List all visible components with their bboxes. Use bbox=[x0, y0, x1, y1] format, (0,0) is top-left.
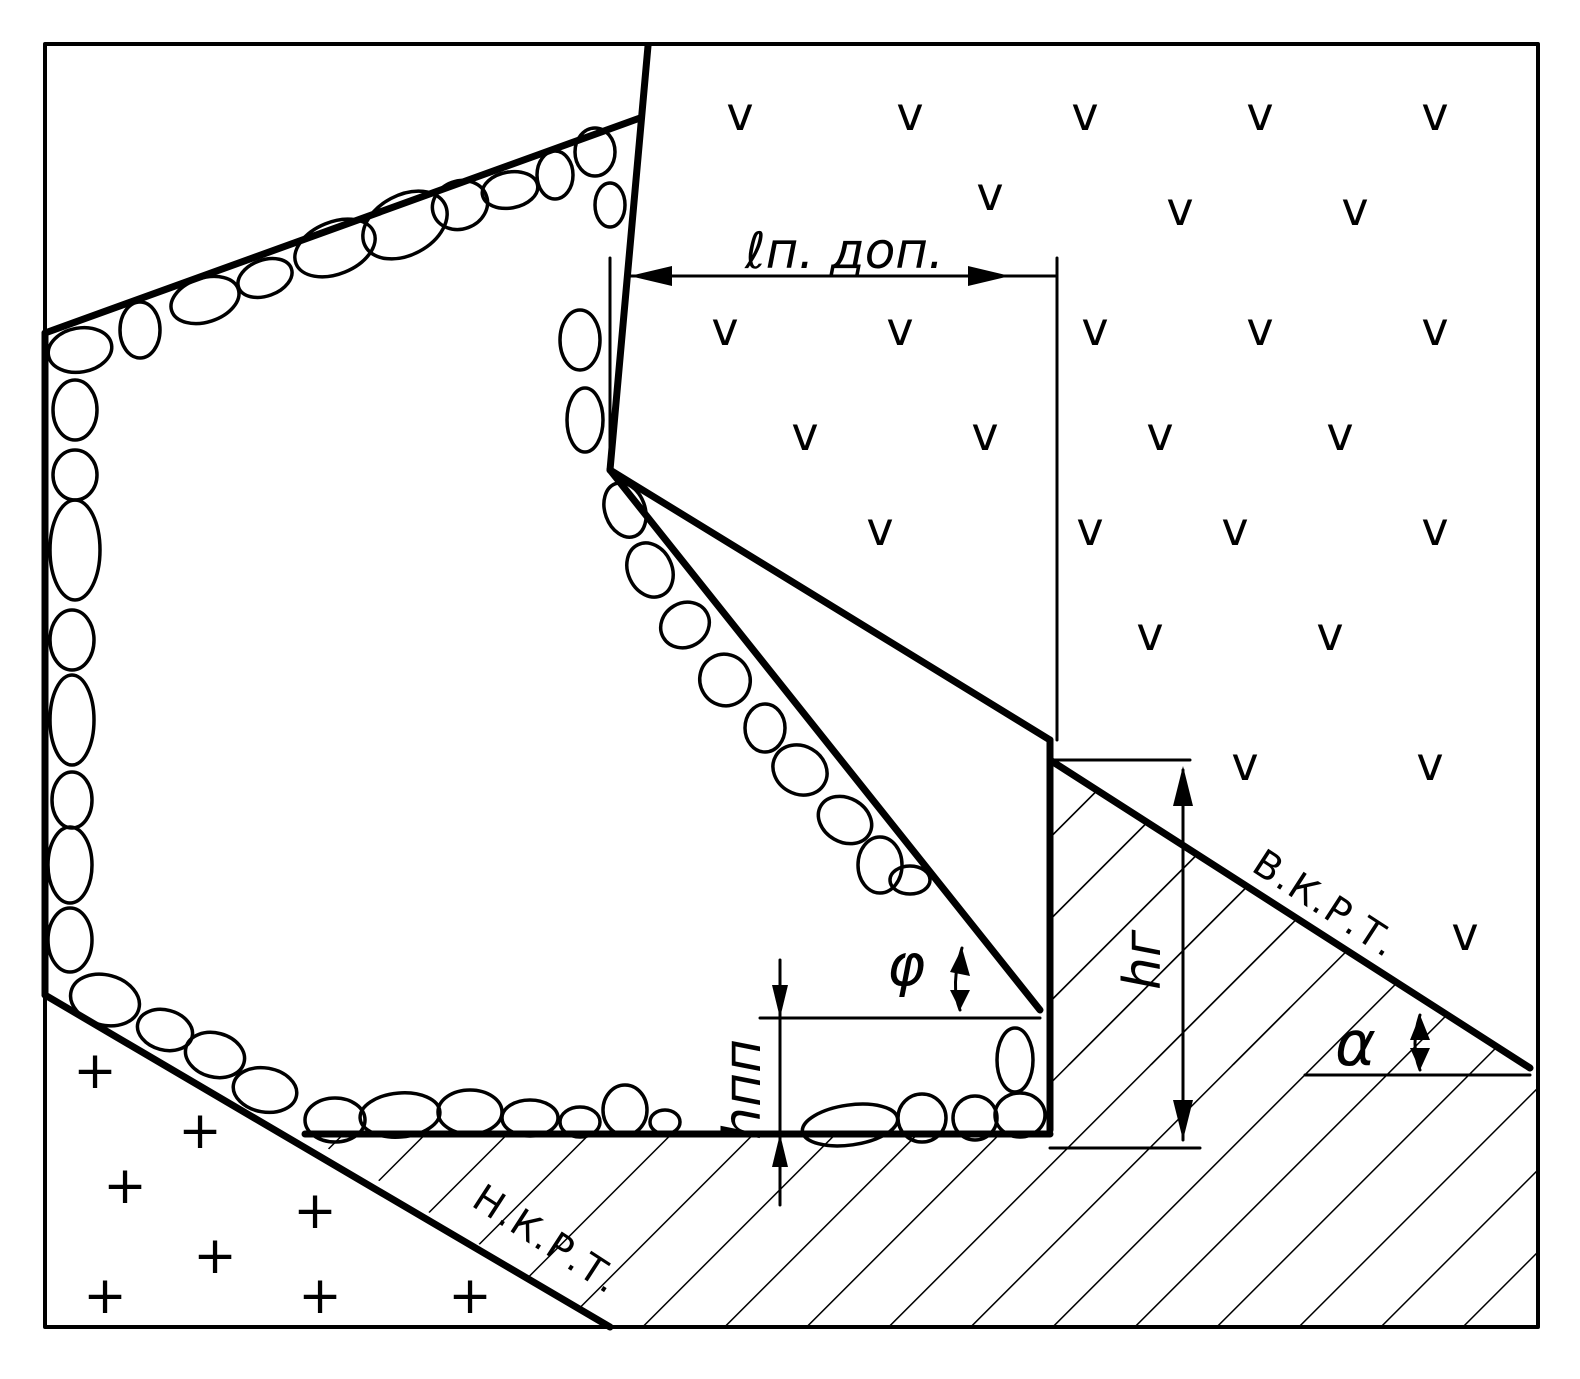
hanging-wall-rock-symbol: v bbox=[866, 502, 893, 556]
dimension-lines bbox=[608, 256, 1532, 1207]
cave-slope-line bbox=[606, 466, 1044, 1014]
face-slope-line bbox=[606, 466, 1054, 744]
hanging-wall-rock-symbol: v bbox=[1166, 182, 1193, 236]
boulder-shape bbox=[625, 541, 675, 599]
upper-ore-contact-line bbox=[1046, 756, 1534, 1072]
footwall-rock-symbol: + bbox=[73, 1041, 117, 1101]
footwall-rock-symbol: + bbox=[298, 1266, 342, 1326]
footwall-rock-symbol: + bbox=[448, 1266, 492, 1326]
hanging-wall-rock-symbol: v bbox=[1421, 502, 1448, 556]
boulder-shape bbox=[558, 1105, 602, 1139]
hanging-wall-rock-symbol: v bbox=[1421, 302, 1448, 356]
hanging-wall-rock-symbol: v bbox=[1221, 502, 1248, 556]
hanging-wall-rock-symbol: v bbox=[1421, 87, 1448, 141]
hanging-wall-rock-symbol: v bbox=[791, 407, 818, 461]
boulder-shape bbox=[771, 743, 829, 797]
hanging-wall-rock-symbol: v bbox=[1326, 407, 1353, 461]
boulder-shape bbox=[436, 1088, 504, 1136]
hanging-wall-rock-symbol: v bbox=[1081, 302, 1108, 356]
boulder-shape bbox=[118, 300, 162, 360]
stope-roof-line bbox=[41, 114, 644, 337]
boulder-shape bbox=[995, 1026, 1035, 1094]
boulder-shape bbox=[231, 1065, 299, 1115]
arrowheads bbox=[630, 266, 1430, 1167]
lower-ore-contact-line bbox=[41, 991, 614, 1331]
boulder-shape bbox=[303, 1096, 367, 1144]
boulder-shape bbox=[48, 673, 96, 767]
hanging-wall-rock-symbol: v bbox=[1076, 502, 1103, 556]
boulder-shape bbox=[535, 149, 575, 201]
hanging-wall-rock-symbol: v bbox=[1246, 302, 1273, 356]
boulder-shape bbox=[602, 481, 648, 539]
label-h-g: hг bbox=[1113, 929, 1173, 990]
boulder-shape bbox=[48, 498, 102, 602]
hanging-wall-rock-symbol: v bbox=[726, 87, 753, 141]
boulder-shape bbox=[993, 1091, 1047, 1139]
boulder-shape bbox=[430, 178, 490, 232]
boulder-shape bbox=[573, 126, 617, 178]
hanging-wall-rock-symbol: v bbox=[1146, 407, 1173, 461]
boulder-shape bbox=[48, 608, 96, 672]
boulder-shape bbox=[183, 1030, 247, 1080]
boulder-shape bbox=[565, 386, 605, 454]
label-h-pp: hпп bbox=[713, 1039, 773, 1140]
hanging-wall-rock-symbol: v bbox=[1071, 87, 1098, 141]
hanging-wall-rock-symbol: v bbox=[886, 302, 913, 356]
label-phi: φ bbox=[887, 931, 925, 999]
boulder-shape bbox=[236, 256, 294, 300]
structure-lines bbox=[41, 42, 1534, 1331]
hanging-wall-rock-symbol: v bbox=[1136, 607, 1163, 661]
hanging-wall-rock-symbol: v bbox=[1316, 607, 1343, 661]
boulder-shape bbox=[46, 825, 94, 905]
hanging-wall-rock-symbol: v bbox=[1341, 182, 1368, 236]
boulder-shape bbox=[51, 448, 99, 502]
footwall-rock-symbol: + bbox=[103, 1156, 147, 1216]
boulder-shape bbox=[46, 325, 114, 375]
footwall-rock-symbols: + + + + + + + + bbox=[73, 1041, 492, 1326]
boulder-shape bbox=[293, 217, 377, 279]
boulder-shape bbox=[46, 906, 94, 974]
hanging-wall-rock-symbol: v bbox=[711, 302, 738, 356]
boulder-shape bbox=[601, 1083, 649, 1137]
hanging-wall-rock-symbol: v bbox=[1451, 907, 1478, 961]
hanging-wall-rock-symbol: v bbox=[1246, 87, 1273, 141]
boulder-shape bbox=[361, 189, 449, 261]
boulder-shape bbox=[743, 702, 787, 754]
boulder-shape bbox=[593, 181, 627, 229]
broken-ore-boulders bbox=[46, 126, 1047, 1148]
label-l-dop: ℓп. доп. bbox=[744, 222, 944, 280]
boulder-shape bbox=[658, 600, 712, 650]
footwall-rock-symbol: + bbox=[178, 1101, 222, 1161]
hanging-wall-rock-symbol: v bbox=[1416, 737, 1443, 791]
boulder-shape bbox=[558, 308, 602, 372]
footwall-rock-symbol: + bbox=[83, 1266, 127, 1326]
boulder-shape bbox=[50, 770, 94, 830]
boulder-shape bbox=[51, 378, 99, 442]
footwall-rock-symbol: + bbox=[193, 1226, 237, 1286]
hanging-wall-rock-symbol: v bbox=[971, 407, 998, 461]
boulder-shape bbox=[697, 652, 753, 708]
hanging-wall-rock-symbol: v bbox=[976, 167, 1003, 221]
boulder-shape bbox=[169, 274, 241, 326]
boulder-shape bbox=[500, 1098, 560, 1138]
boulder-shape bbox=[856, 835, 904, 895]
boulder-shape bbox=[896, 1092, 948, 1144]
boulder-shape bbox=[888, 864, 932, 896]
hanging-wall-rock-symbol: v bbox=[1231, 737, 1258, 791]
label-alpha: α bbox=[1335, 1007, 1376, 1080]
boulder-shape bbox=[648, 1108, 682, 1136]
hanging-wall-rock-symbol: v bbox=[896, 87, 923, 141]
footwall-rock-symbol: + bbox=[293, 1181, 337, 1241]
stope-wall-line bbox=[606, 42, 652, 474]
boulder-shape bbox=[358, 1091, 442, 1139]
boulder-shape bbox=[951, 1094, 999, 1142]
boulder-shape bbox=[68, 972, 142, 1028]
boulder-shape bbox=[816, 794, 874, 846]
